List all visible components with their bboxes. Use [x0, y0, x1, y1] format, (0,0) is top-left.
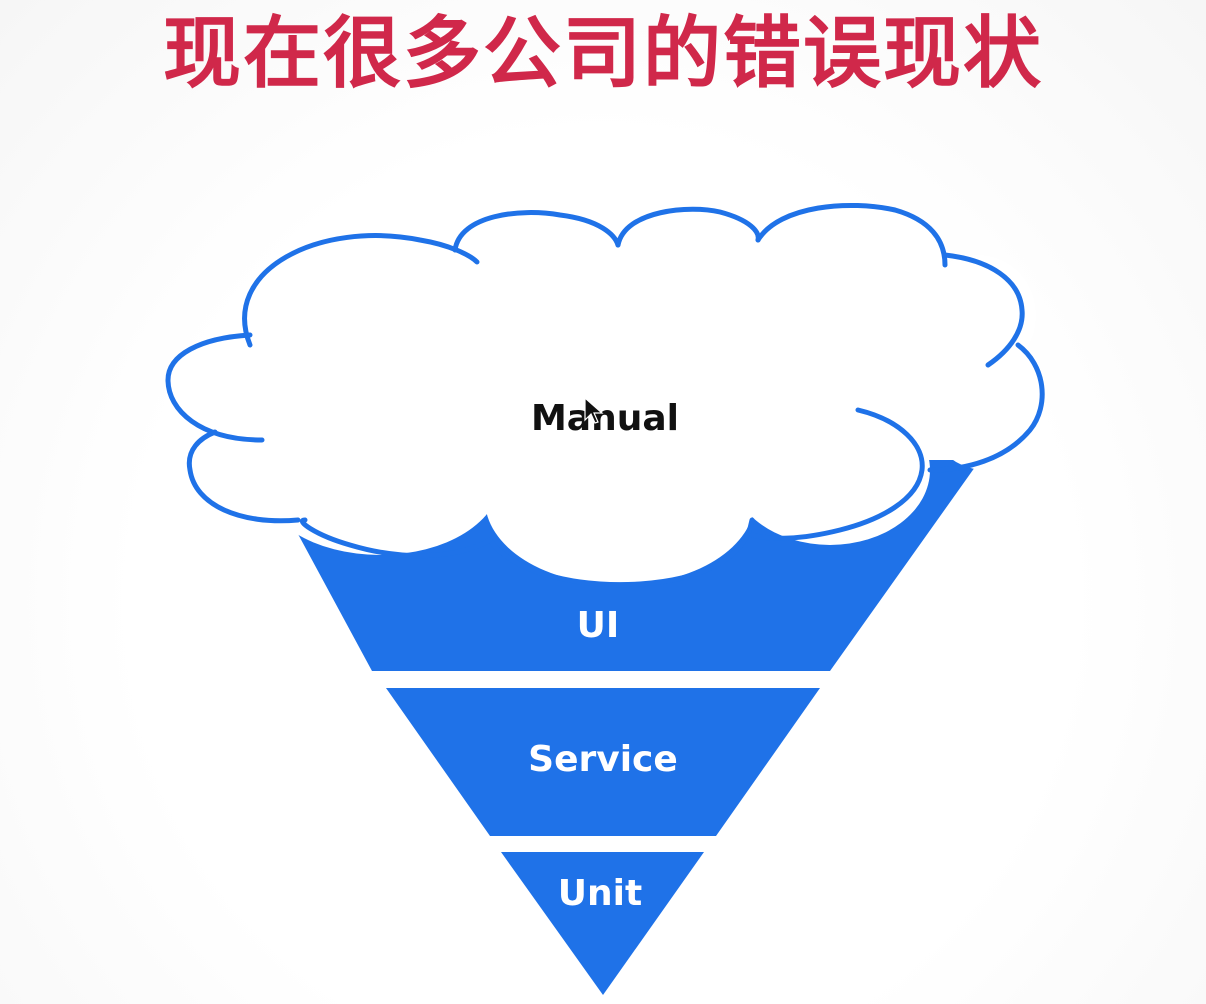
- layer-label-service: Service: [528, 739, 678, 780]
- manual-cloud: [165, 202, 1047, 588]
- mouse-pointer-icon: [584, 396, 604, 424]
- layer-unit-band: [501, 852, 704, 995]
- layer-service-band: [386, 688, 820, 836]
- layer-label-unit: Unit: [558, 873, 642, 914]
- layer-label-ui: UI: [577, 605, 620, 646]
- cloud-label-manual: Manual: [531, 398, 679, 439]
- page-title: 现在很多公司的错误现状: [162, 9, 1043, 99]
